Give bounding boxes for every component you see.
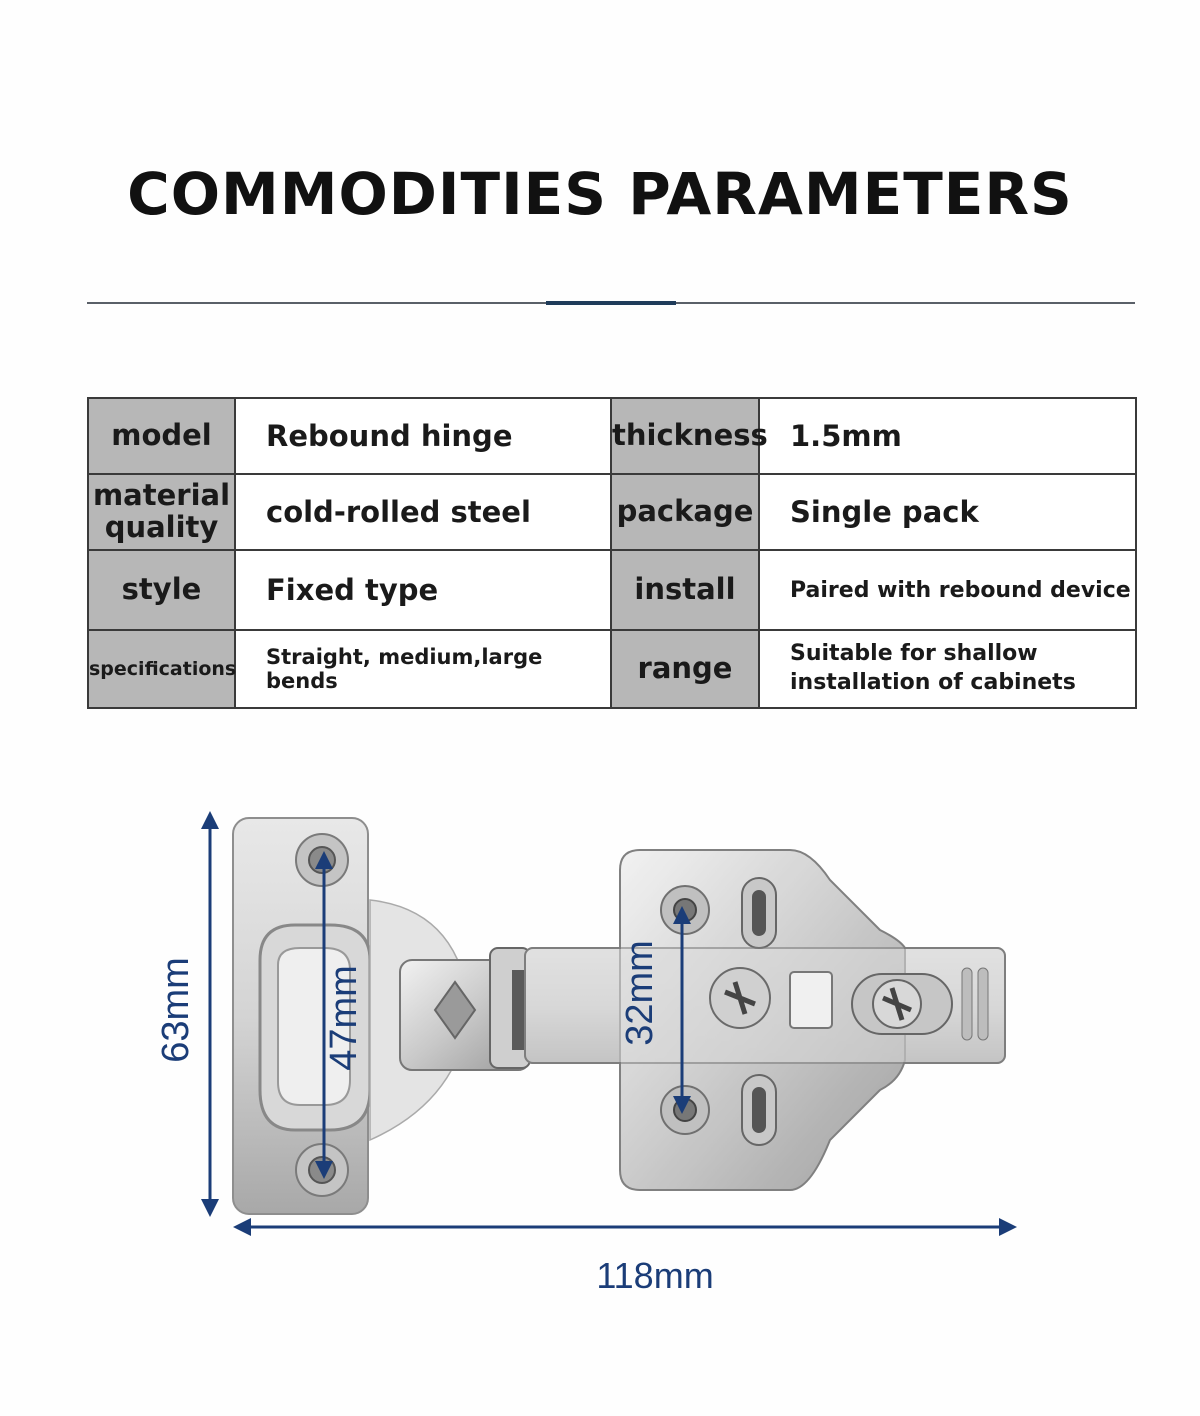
hinge-arm-linkage (399, 947, 531, 1071)
hinge-diagram: 63mm 47mm 32mm 118mm (155, 811, 1017, 1296)
param-value: cold-rolled steel (234, 473, 612, 551)
table-row: specifications Straight, medium,large be… (87, 629, 1137, 709)
plate-hole-dimension-label: 47mm (323, 965, 365, 1071)
param-value: 1.5mm (758, 397, 1137, 475)
parameters-table: model Rebound hinge thickness 1.5mm mate… (87, 397, 1137, 709)
table-row: material quality cold-rolled steel packa… (87, 473, 1137, 551)
param-label: material quality (87, 473, 236, 551)
param-value: Straight, medium,large bends (234, 629, 612, 709)
table-row: style Fixed type install Paired with reb… (87, 549, 1137, 631)
cup-hole-dimension-label: 32mm (619, 940, 661, 1046)
param-label: install (610, 549, 760, 631)
height-dimension-label: 63mm (155, 957, 197, 1063)
param-label: style (87, 549, 236, 631)
length-dimension-label: 118mm (596, 1255, 713, 1296)
param-label: model (87, 397, 236, 475)
param-label: specifications (87, 629, 236, 709)
hinge-arm-details (524, 947, 1006, 1064)
title-divider-accent (546, 301, 676, 305)
table-row: model Rebound hinge thickness 1.5mm (87, 397, 1137, 475)
param-label: package (610, 473, 760, 551)
param-label: range (610, 629, 760, 709)
param-value: Suitable for shallow installation of cab… (758, 629, 1137, 709)
param-value: Rebound hinge (234, 397, 612, 475)
page-title: COMMODITIES PARAMETERS (127, 160, 1073, 228)
param-label: thickness (610, 397, 768, 475)
param-value: Paired with rebound device (758, 549, 1137, 631)
param-value: Fixed type (234, 549, 612, 631)
param-value: Single pack (758, 473, 1137, 551)
dimension-lines (201, 811, 1017, 1236)
